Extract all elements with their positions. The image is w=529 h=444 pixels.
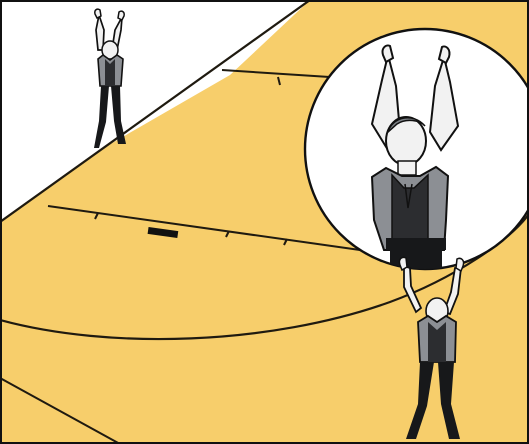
basketball-official-signal-illustration bbox=[0, 0, 529, 444]
court-scene bbox=[0, 0, 529, 444]
